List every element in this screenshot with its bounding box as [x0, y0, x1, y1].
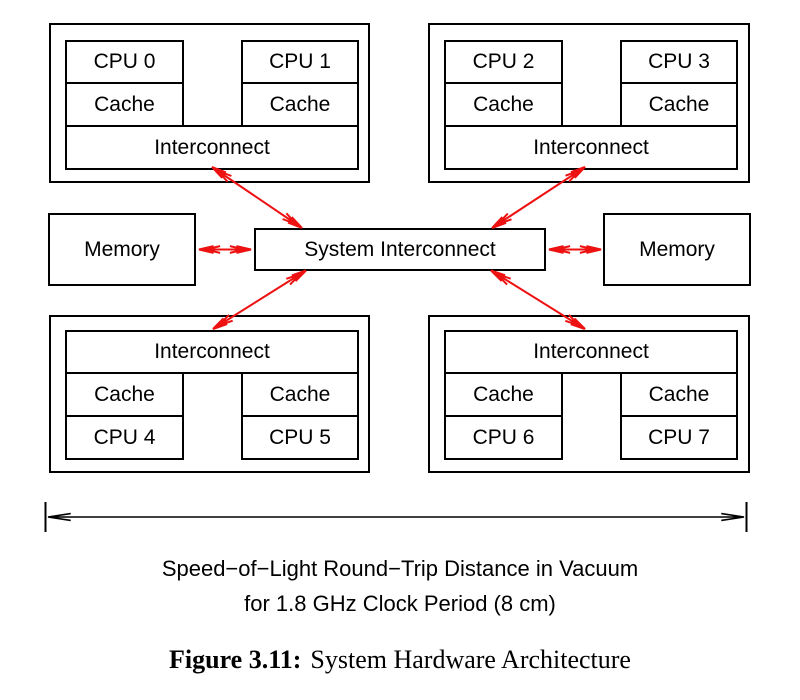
cluster-top-left: CPU 0 CPU 1 Cache Cache Interconnect — [49, 23, 370, 183]
cpu-7-cache-box: Cache — [620, 372, 738, 417]
figure-caption: Figure 3.11: System Hardware Architecture — [0, 644, 800, 676]
cpu-6-box: CPU 6 — [444, 415, 563, 460]
cluster-bottom-right: Interconnect Cache Cache CPU 6 CPU 7 — [428, 315, 750, 473]
cpu-0-box: CPU 0 — [65, 40, 184, 84]
dimension-arrow — [47, 512, 745, 522]
cpu-2-cache-box: Cache — [444, 82, 563, 127]
memory-right-box: Memory — [603, 213, 751, 286]
arrow-memory-left — [198, 245, 252, 254]
memory-left-box: Memory — [48, 213, 196, 286]
cpu-2-box: CPU 2 — [444, 40, 563, 84]
cpu-1-box: CPU 1 — [241, 40, 359, 84]
system-interconnect-box: System Interconnect — [254, 228, 546, 271]
dimension-line-terminators — [44, 502, 748, 532]
interconnect-top-right-box: Interconnect — [444, 125, 738, 170]
cluster-top-right: CPU 2 CPU 3 Cache Cache Interconnect — [428, 23, 750, 183]
dimension-caption-line1: Speed−of−Light Round−Trip Distance in Va… — [161, 556, 639, 581]
cpu-3-cache-box: Cache — [620, 82, 738, 127]
interconnect-bottom-right-box: Interconnect — [444, 330, 738, 374]
cpu-5-cache-box: Cache — [241, 372, 359, 417]
cpu-5-box: CPU 5 — [241, 415, 359, 460]
cpu-4-cache-box: Cache — [65, 372, 184, 417]
figure-caption-label: Figure 3.11: — [169, 645, 302, 674]
interconnect-bottom-left-box: Interconnect — [65, 330, 359, 374]
cpu-3-box: CPU 3 — [620, 40, 738, 84]
figure-caption-title: System Hardware Architecture — [310, 645, 631, 674]
cpu-1-cache-box: Cache — [241, 82, 359, 127]
interconnect-top-left-box: Interconnect — [65, 125, 359, 170]
cpu-7-box: CPU 7 — [620, 415, 738, 460]
dimension-caption-line2: for 1.8 GHz Clock Period (8 cm) — [244, 591, 556, 616]
cluster-bottom-left: Interconnect Cache Cache CPU 4 CPU 5 — [49, 315, 370, 473]
cpu-4-box: CPU 4 — [65, 415, 184, 460]
cpu-6-cache-box: Cache — [444, 372, 563, 417]
cpu-0-cache-box: Cache — [65, 82, 184, 127]
dimension-caption: Speed−of−Light Round−Trip Distance in Va… — [0, 551, 800, 621]
arrow-memory-right — [548, 245, 602, 254]
